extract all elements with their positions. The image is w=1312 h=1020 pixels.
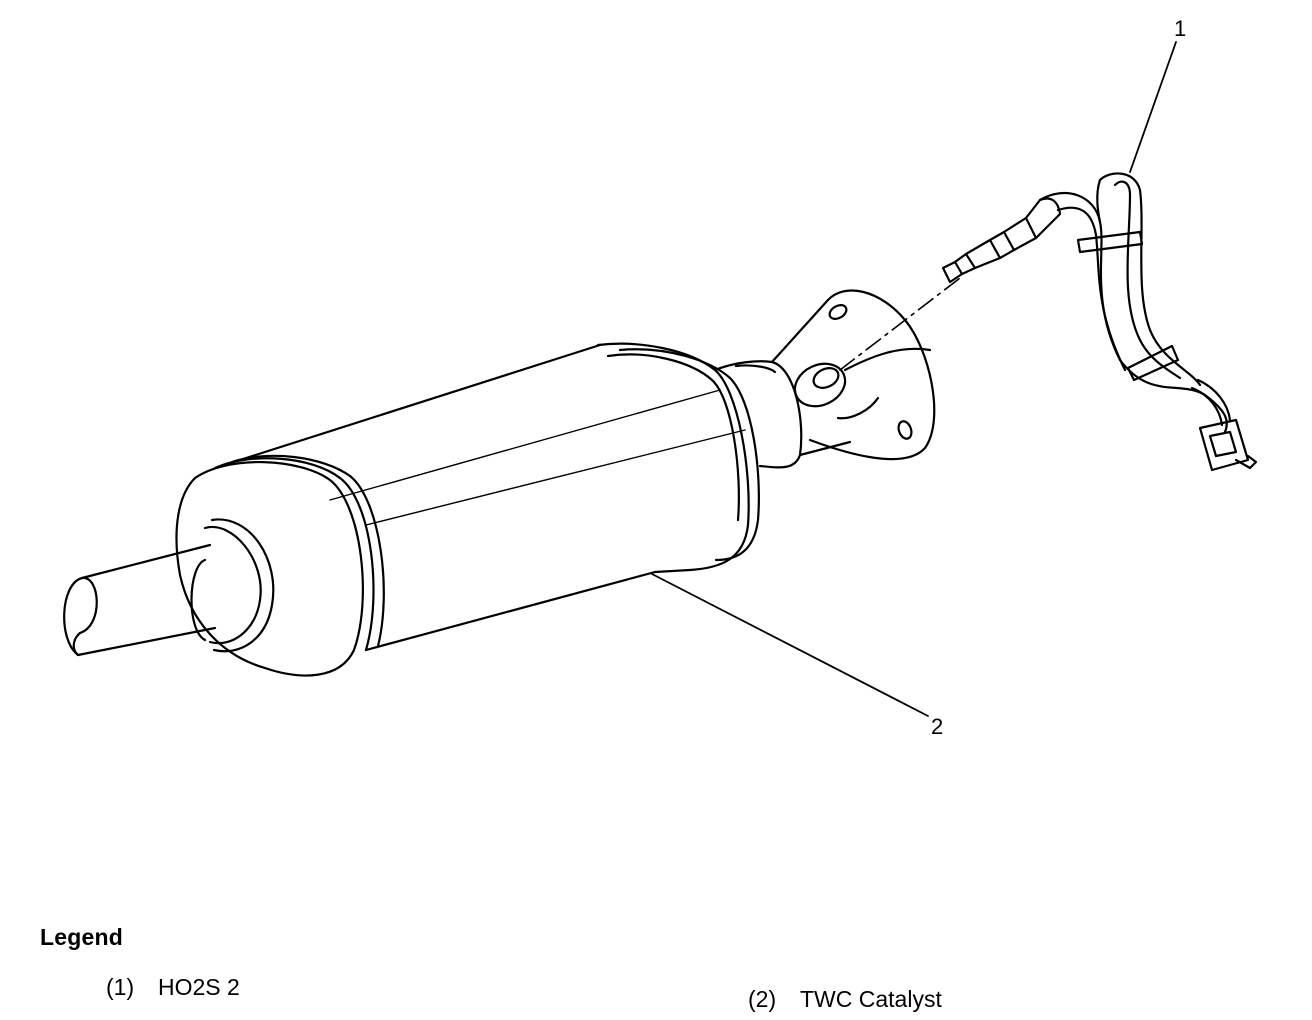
legend-item-number: (1) (106, 974, 135, 1000)
callout-2-label: 2 (931, 714, 944, 739)
leader-line-2 (651, 573, 929, 717)
callout-1-label: 1 (1174, 16, 1187, 41)
ho2s-sensor (941, 197, 1062, 284)
inlet-flange (770, 289, 936, 461)
install-centerline (839, 277, 961, 371)
legend-item-number: (2) (748, 986, 777, 1012)
legend-item-ho2s: (1) HO2S 2 (106, 974, 240, 1001)
legend-item-label: TWC Catalyst (800, 986, 942, 1012)
legend-item-label: HO2S 2 (158, 974, 240, 1000)
twc-catalyst-body (175, 342, 803, 677)
legend-title: Legend (40, 924, 123, 950)
sensor-harness (1038, 172, 1258, 472)
catalytic-converter-illustration (63, 41, 1258, 717)
legend-item-twc-catalyst: (2) TWC Catalyst (748, 986, 942, 1013)
leader-line-1 (1129, 41, 1177, 173)
outlet-pipe (63, 518, 275, 657)
